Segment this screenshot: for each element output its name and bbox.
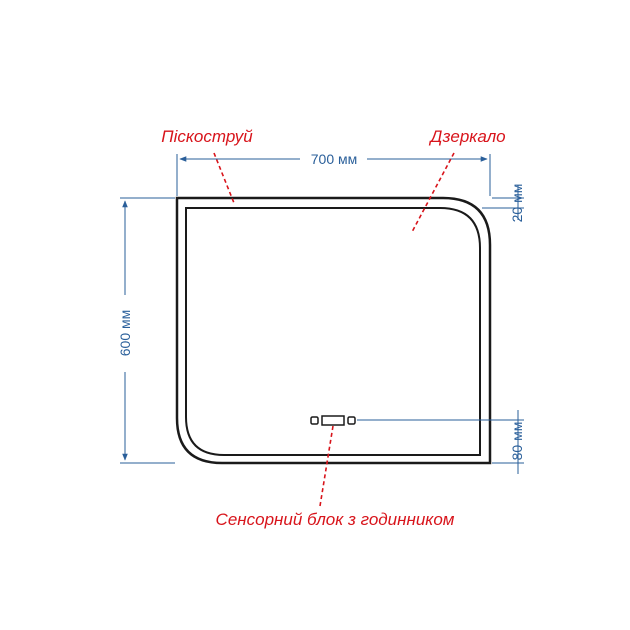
height-label: 600 мм — [117, 310, 133, 357]
inset-dimension: 20 мм — [482, 184, 525, 223]
touch-unit — [310, 415, 356, 426]
width-label: 700 мм — [311, 151, 358, 167]
sensor-offset-dimension: 80 мм — [357, 410, 525, 474]
touch-button-left — [310, 416, 319, 425]
touch-unit-label: Сенсорний блок з годинником — [216, 510, 455, 529]
height-dimension: 600 мм — [117, 197, 175, 464]
mirror-label: Дзеркало — [428, 127, 505, 146]
mirror-leader — [411, 152, 455, 233]
sensor-offset-label: 80 мм — [509, 422, 525, 461]
inset-label: 20 мм — [509, 184, 525, 223]
touch-button-right — [347, 416, 356, 425]
sandblast-leader — [213, 152, 235, 204]
sandblast-frame-outline — [185, 207, 481, 456]
mirror-outer-outline — [175, 196, 492, 465]
clock-display — [321, 415, 345, 426]
width-dimension: 700 мм — [176, 151, 491, 196]
touch-unit-leader — [319, 425, 334, 507]
sandblast-label: Піскоструй — [161, 127, 253, 146]
